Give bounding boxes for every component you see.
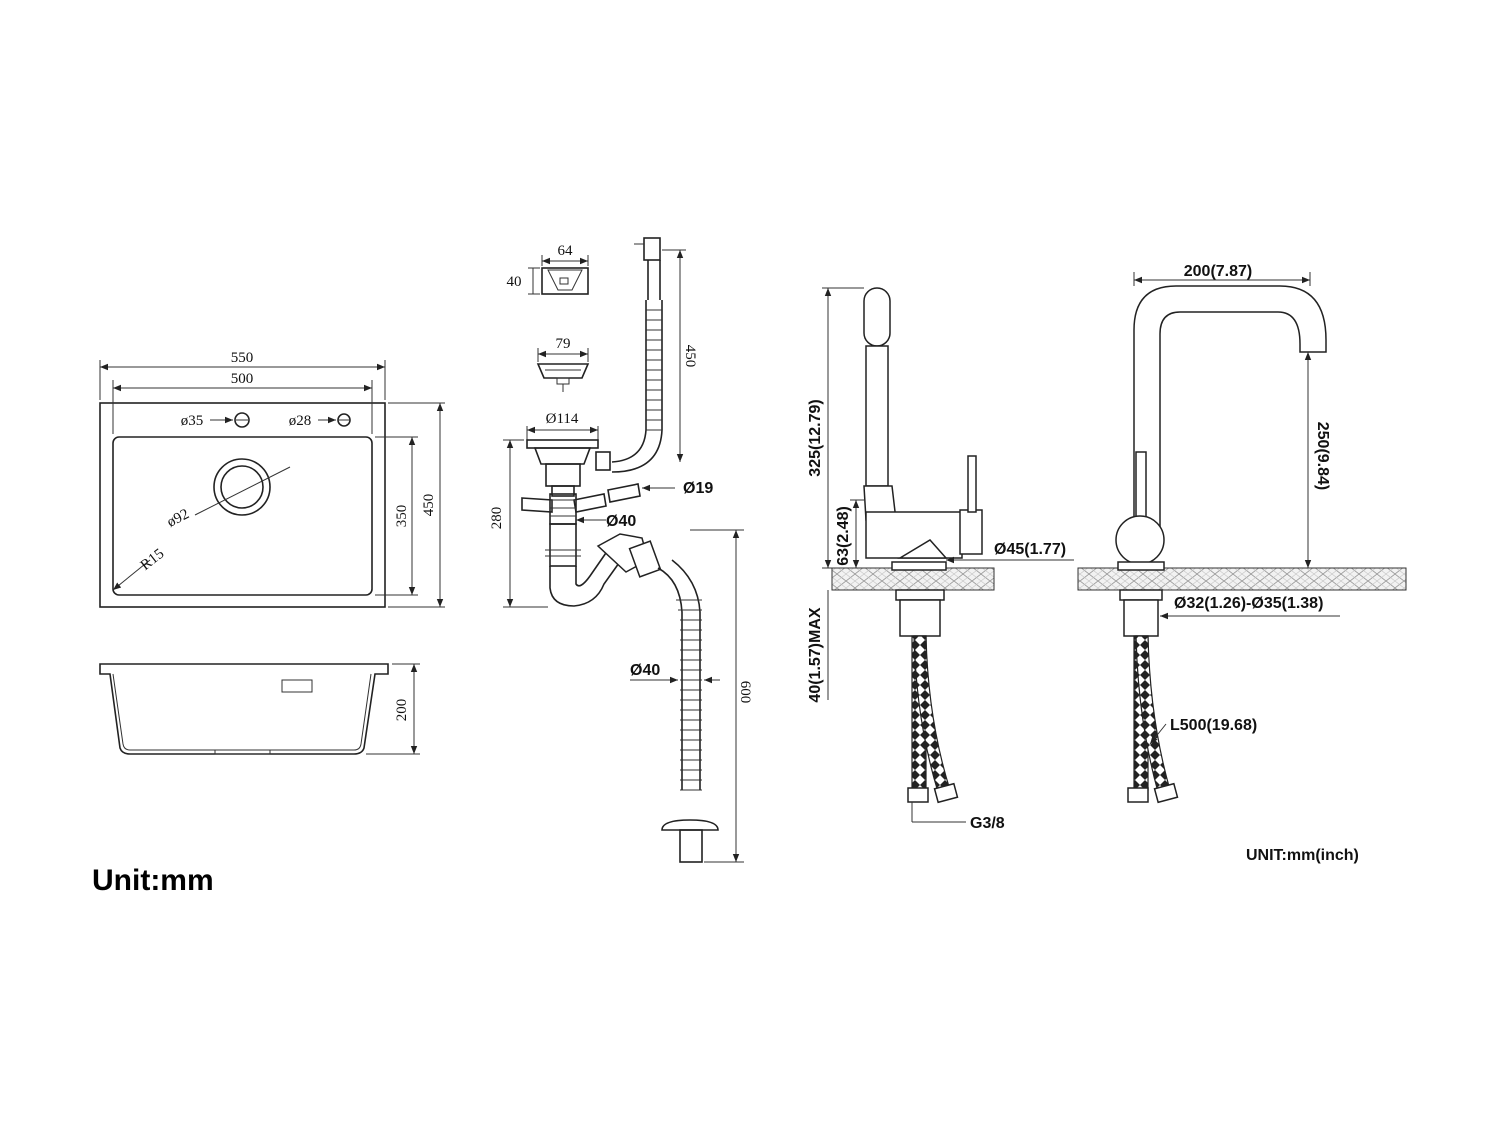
sink-depth-label: 200 [394,699,410,722]
thread-label: G3/8 [970,815,1005,832]
unit-right-label: UNIT:mm(inch) [1246,847,1359,864]
spout-height-label: 250(9.84) [1314,422,1331,491]
waste-hose-length-label: 600 [737,681,753,704]
counter-max-label: 40(1.57)MAX [807,607,824,702]
side-inlet-label: Ø19 [683,480,713,497]
overflow-width-label: 64 [558,243,574,259]
pipe-diameter-label: Ø40 [606,513,636,530]
hole-1-label: ø35 [181,413,204,429]
basket-diameter-label: 79 [556,336,571,352]
base-diameter-label: Ø45(1.77) [994,541,1066,558]
drain-diameter-label: ø92 [165,506,192,530]
hole-range-label: Ø32(1.26)-Ø35(1.38) [1174,595,1323,612]
corner-radius-label: R15 [138,546,168,574]
flange-diameter-label: Ø114 [546,411,579,427]
unit-left-label: Unit:mm [92,864,214,897]
faucet-height-label: 325(12.79) [807,399,824,476]
drain-height-label: 280 [489,507,505,530]
overflow-height-label: 40 [507,274,522,290]
base-height-label: 63(2.48) [835,506,852,566]
sink-side-view: 200 [99,663,420,755]
sink-top-view: 550 500 ø35 ø28 ø92 R15 450 350 [99,350,445,608]
hole-2-label: ø28 [289,413,312,429]
reach-label: 200(7.87) [1184,263,1253,280]
overflow-hose-label: 450 [682,345,698,368]
sink-width-outer-label: 550 [231,350,254,366]
faucet-side-view: G3/8 325(12.79) 63(2.48) Ø45(1.77) 40(1.… [807,287,1074,832]
sink-height-inner-label: 350 [394,505,410,528]
hose-length-label: L500(19.68) [1170,717,1257,734]
faucet-front-view: 200(7.87) 250(9.84) Ø32(1.26)-Ø35(1.38) … [1077,263,1407,804]
sink-height-outer-label: 450 [421,494,437,517]
drain-kit: 64 40 79 Ø114 Ø19 [489,237,753,863]
sink-width-inner-label: 500 [231,371,254,387]
waste-hose-diameter-label: Ø40 [630,662,660,679]
